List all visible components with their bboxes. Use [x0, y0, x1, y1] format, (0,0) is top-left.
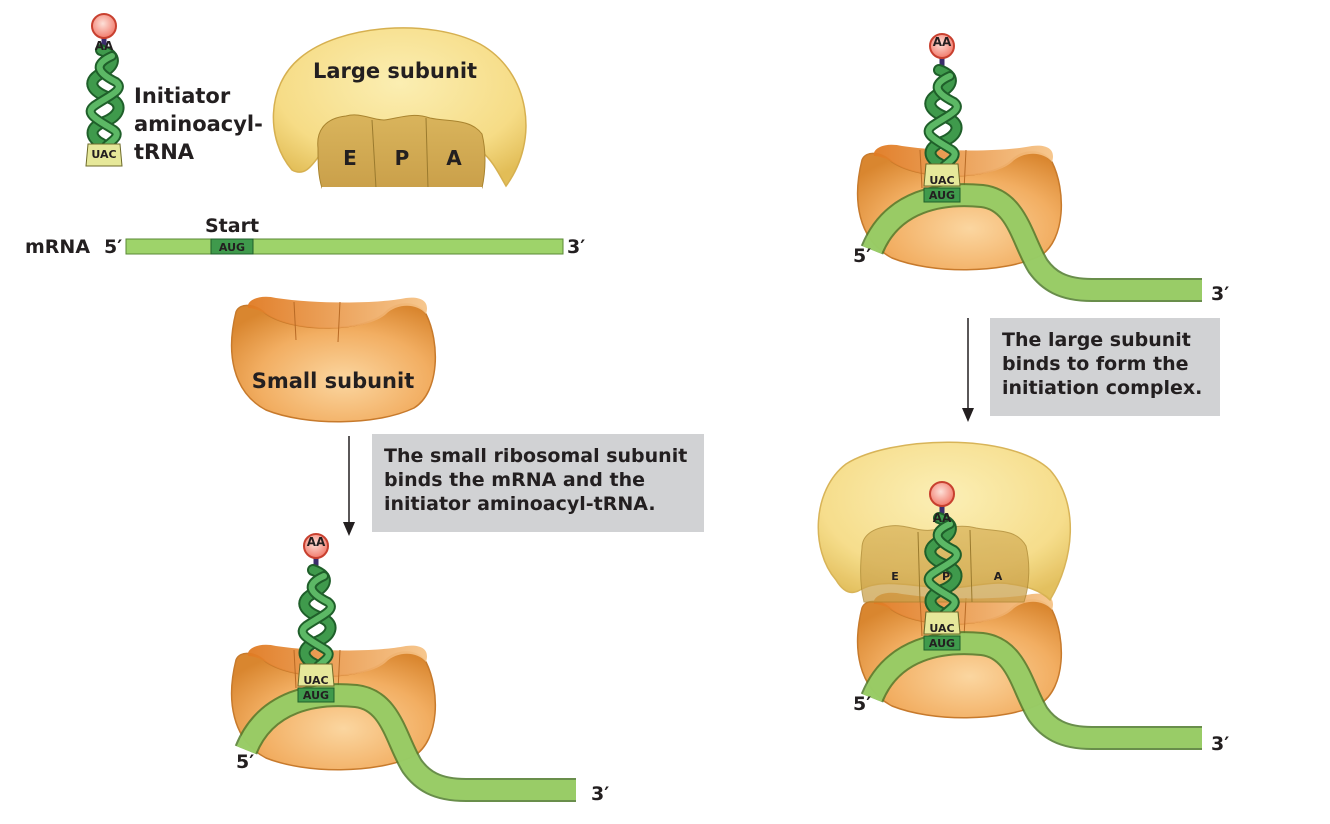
initiator-trna: AA UAC — [86, 14, 122, 166]
complex3-codon-label: AUG — [929, 637, 955, 650]
trna-label-line-1: Initiator — [134, 84, 231, 108]
step1-line-2: binds the mRNA and the — [384, 469, 645, 491]
complex1-five-prime-label: 5′ — [236, 751, 254, 773]
trna-amino-acid-label: AA — [95, 39, 114, 53]
step2-description-box: The large subunit binds to form the init… — [990, 318, 1220, 416]
mrna-five-prime-label: 5′ — [104, 236, 122, 258]
complex3-three-prime-label: 3′ — [1211, 733, 1229, 755]
step2-line-1: The large subunit — [1002, 329, 1191, 351]
complex1-amino-acid-label: AA — [307, 535, 326, 549]
preinitiation-complex: AA UAC AUG — [858, 34, 1202, 290]
step1-line-3: initiator aminoacyl-tRNA. — [384, 493, 656, 515]
small-subunit — [230, 295, 437, 423]
mrna-label: mRNA — [25, 236, 90, 258]
trna-label-line-3: tRNA — [134, 140, 195, 164]
start-codon-label: Start — [205, 215, 259, 237]
complex3-five-prime-label: 5′ — [853, 693, 871, 715]
large-subunit-label: Large subunit — [313, 59, 477, 83]
site-a-label: A — [446, 146, 462, 170]
site-e-label: E — [343, 146, 357, 170]
complex1-codon-label: AUG — [303, 689, 329, 702]
complex2-amino-acid-label: AA — [933, 35, 952, 49]
mrna-three-prime-label: 3′ — [567, 236, 585, 258]
step2-line-2: binds to form the — [1002, 353, 1189, 375]
site-p-label: P — [395, 146, 410, 170]
step1-description-box: The small ribosomal subunit binds the mR… — [372, 434, 704, 532]
complex3-site-p-label: P — [942, 570, 950, 583]
complex2-three-prime-label: 3′ — [1211, 283, 1229, 305]
complex3-site-e-label: E — [891, 570, 899, 583]
small-subunit-label: Small subunit — [252, 369, 415, 393]
step2-arrow — [962, 318, 974, 422]
complex1-anticodon-label: UAC — [303, 674, 328, 687]
complex2-five-prime-label: 5′ — [853, 245, 871, 267]
complex3-anticodon-label: UAC — [929, 622, 954, 635]
initiation-complex: AA UAC AUG E P A — [817, 441, 1202, 738]
complex2-codon-label: AUG — [929, 189, 955, 202]
complex2-anticodon-label: UAC — [929, 174, 954, 187]
complex3-amino-acid-label: AA — [933, 511, 952, 525]
mrna-strand — [125, 238, 564, 255]
step2-line-3: initiation complex. — [1002, 377, 1203, 399]
complex1-three-prime-label: 3′ — [591, 783, 609, 805]
small-subunit-mrna-complex: AA UAC AUG — [232, 534, 576, 790]
trna-label-line-2: aminoacyl- — [134, 112, 263, 136]
complex3-site-a-label: A — [994, 570, 1003, 583]
step1-line-1: The small ribosomal subunit — [384, 445, 688, 467]
trna-anticodon-label: UAC — [91, 148, 116, 161]
large-subunit — [272, 27, 527, 189]
start-codon-sequence: AUG — [219, 241, 245, 254]
step1-arrow — [343, 436, 355, 536]
